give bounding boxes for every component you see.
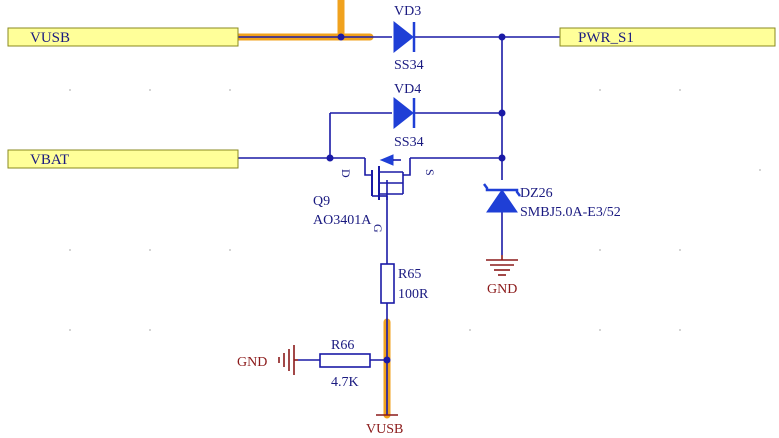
gnd-left[interactable]: GND — [237, 345, 298, 375]
gnd-right-label: GND — [487, 282, 517, 297]
r66-value: 4.7K — [331, 375, 359, 390]
port-vusb-label: VUSB — [30, 30, 70, 46]
vusb-net-highlight-top — [234, 0, 374, 41]
gnd-right[interactable]: GND — [486, 255, 518, 297]
r65-value: 100R — [398, 287, 429, 302]
q9-pin-g: G — [371, 224, 385, 233]
q9-value: AO3401A — [313, 213, 372, 228]
diode-vd3[interactable]: VD3 SS34 — [393, 4, 424, 73]
r66-ref: R66 — [331, 338, 354, 353]
port-pwr-s1[interactable]: PWR_S1 — [559, 27, 776, 47]
vusb-bottom[interactable]: VUSB — [366, 414, 403, 437]
q9-pin-d: D — [339, 169, 353, 178]
dz26-ref: DZ26 — [520, 186, 553, 201]
resistor-r66[interactable]: R66 4.7K — [319, 338, 371, 390]
vd4-ref: VD4 — [394, 82, 421, 97]
vd3-ref: VD3 — [394, 4, 421, 19]
q9-pin-s: S — [423, 169, 437, 176]
resistor-r65[interactable]: R65 100R — [380, 263, 429, 304]
zener-dz26[interactable]: DZ26 SMBJ5.0A-E3/52 — [483, 183, 621, 220]
resistor-r66-icon — [319, 353, 371, 368]
grid-dots — [69, 89, 761, 331]
r65-ref: R65 — [398, 267, 421, 282]
vd3-value: SS34 — [394, 58, 424, 73]
port-vbat-label: VBAT — [30, 152, 69, 168]
diode-vd4[interactable]: VD4 SS34 — [393, 82, 424, 150]
port-vbat[interactable]: VBAT — [7, 149, 239, 169]
vusb-bottom-label: VUSB — [366, 422, 403, 437]
junctions — [326, 33, 506, 364]
port-pwr-s1-label: PWR_S1 — [578, 30, 634, 46]
ground-left-icon — [278, 345, 298, 375]
ground-icon — [486, 255, 518, 276]
mosfet-icon — [364, 154, 411, 200]
vd4-value: SS34 — [394, 135, 424, 150]
resistor-r65-icon — [380, 263, 395, 304]
diode-vd3-icon — [393, 20, 414, 54]
port-vusb[interactable]: VUSB — [7, 27, 239, 47]
zener-dz26-icon — [486, 189, 518, 213]
gnd-left-label: GND — [237, 355, 267, 370]
dz26-value: SMBJ5.0A-E3/52 — [520, 205, 621, 220]
q9-ref: Q9 — [313, 194, 330, 209]
mosfet-q9[interactable]: D S G Q9 AO3401A — [313, 154, 437, 233]
diode-vd4-icon — [393, 96, 414, 130]
